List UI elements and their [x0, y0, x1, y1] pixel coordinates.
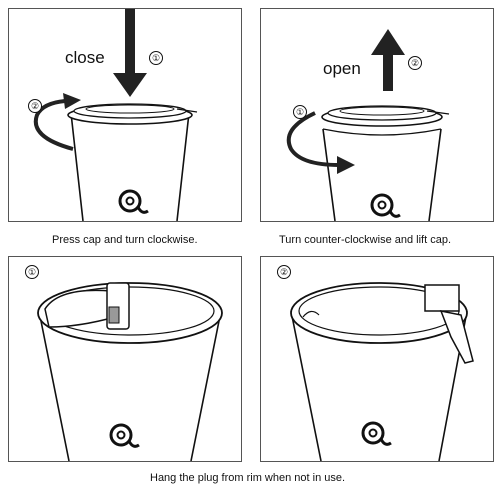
rotate-clockwise-icon: [33, 93, 81, 151]
panel-hang-step2: ②: [260, 256, 494, 462]
step-marker: ①: [25, 265, 39, 279]
tumbler-hang-step2-illustration: [290, 282, 474, 461]
brand-logo-icon: [370, 193, 401, 218]
brand-logo-icon: [109, 423, 140, 448]
arrow-down-icon: [113, 9, 147, 97]
caption-close: Press cap and turn clockwise.: [52, 234, 198, 246]
open-label: open: [323, 59, 361, 78]
brand-logo-icon: [118, 189, 149, 214]
caption-hang: Hang the plug from rim when not in use.: [150, 472, 346, 484]
tumbler-open-illustration: [286, 29, 450, 221]
step-marker-turn: ①: [293, 105, 307, 119]
close-label: close: [65, 48, 105, 67]
rotate-counterclockwise-icon: [286, 111, 355, 174]
caption-open: Turn counter-clockwise and lift cap.: [279, 234, 451, 246]
panel-close: close ① ②: [8, 8, 242, 222]
step-marker: ②: [277, 265, 291, 279]
step-marker-press: ①: [149, 51, 163, 65]
tumbler-hang-step1-illustration: [37, 282, 223, 461]
brand-logo-icon: [361, 421, 392, 446]
step-marker-turn: ②: [28, 99, 42, 113]
tumbler-close-illustration: [33, 9, 198, 221]
panel-open: open ② ①: [260, 8, 494, 222]
panel-hang-step1: ①: [8, 256, 242, 462]
arrow-up-icon: [371, 29, 405, 91]
step-marker-lift: ②: [408, 56, 422, 70]
